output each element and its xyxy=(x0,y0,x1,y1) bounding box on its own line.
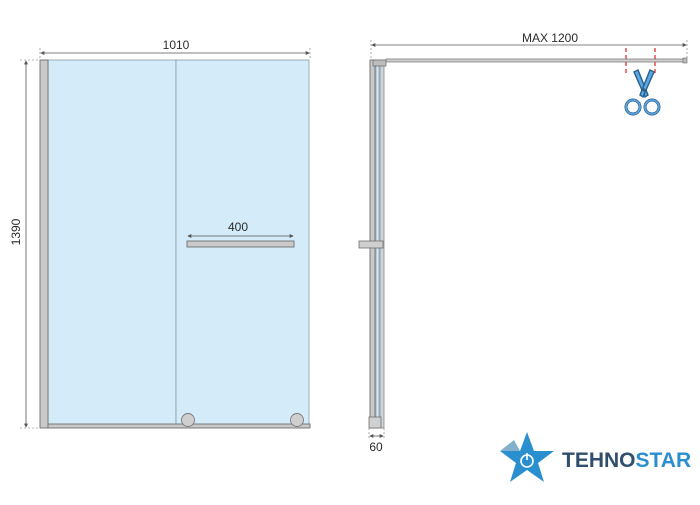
brand-logo: TEHNOSTAR xyxy=(500,432,691,482)
top-bracket xyxy=(372,59,387,67)
side-view: MAX 1200 60 xyxy=(358,31,688,454)
front-view: 1010 1390 400 xyxy=(9,38,311,429)
depth-dimension: 60 xyxy=(368,428,385,454)
wall-profile xyxy=(39,59,49,429)
width-label: 1010 xyxy=(163,38,190,52)
logo-text-star: STAR xyxy=(636,449,692,472)
svg-text:TEHNOSTAR: TEHNOSTAR xyxy=(562,449,691,472)
handle-label: 400 xyxy=(228,220,248,234)
height-label: 1390 xyxy=(9,218,23,245)
handle-bar-group: 400 xyxy=(186,220,295,248)
support-rod xyxy=(385,58,687,63)
width-dimension: 1010 xyxy=(40,38,310,55)
roller-left xyxy=(181,413,195,427)
height-dimension: 1390 xyxy=(9,60,28,428)
depth-label: 60 xyxy=(369,440,383,454)
rod-end-cap xyxy=(682,57,688,64)
logo-text-tehno: TEHNO xyxy=(562,449,636,472)
bottom-guide xyxy=(368,416,382,429)
bottom-rail xyxy=(47,423,311,429)
fixed-glass-panel xyxy=(47,59,177,426)
handle-bar xyxy=(186,240,295,248)
star-power-icon xyxy=(500,432,554,482)
max-width-label: MAX 1200 xyxy=(522,31,578,45)
roller-right xyxy=(290,413,304,427)
scissors-icon xyxy=(624,69,661,116)
side-handle xyxy=(358,240,384,249)
max-width-dimension: MAX 1200 xyxy=(371,31,687,47)
